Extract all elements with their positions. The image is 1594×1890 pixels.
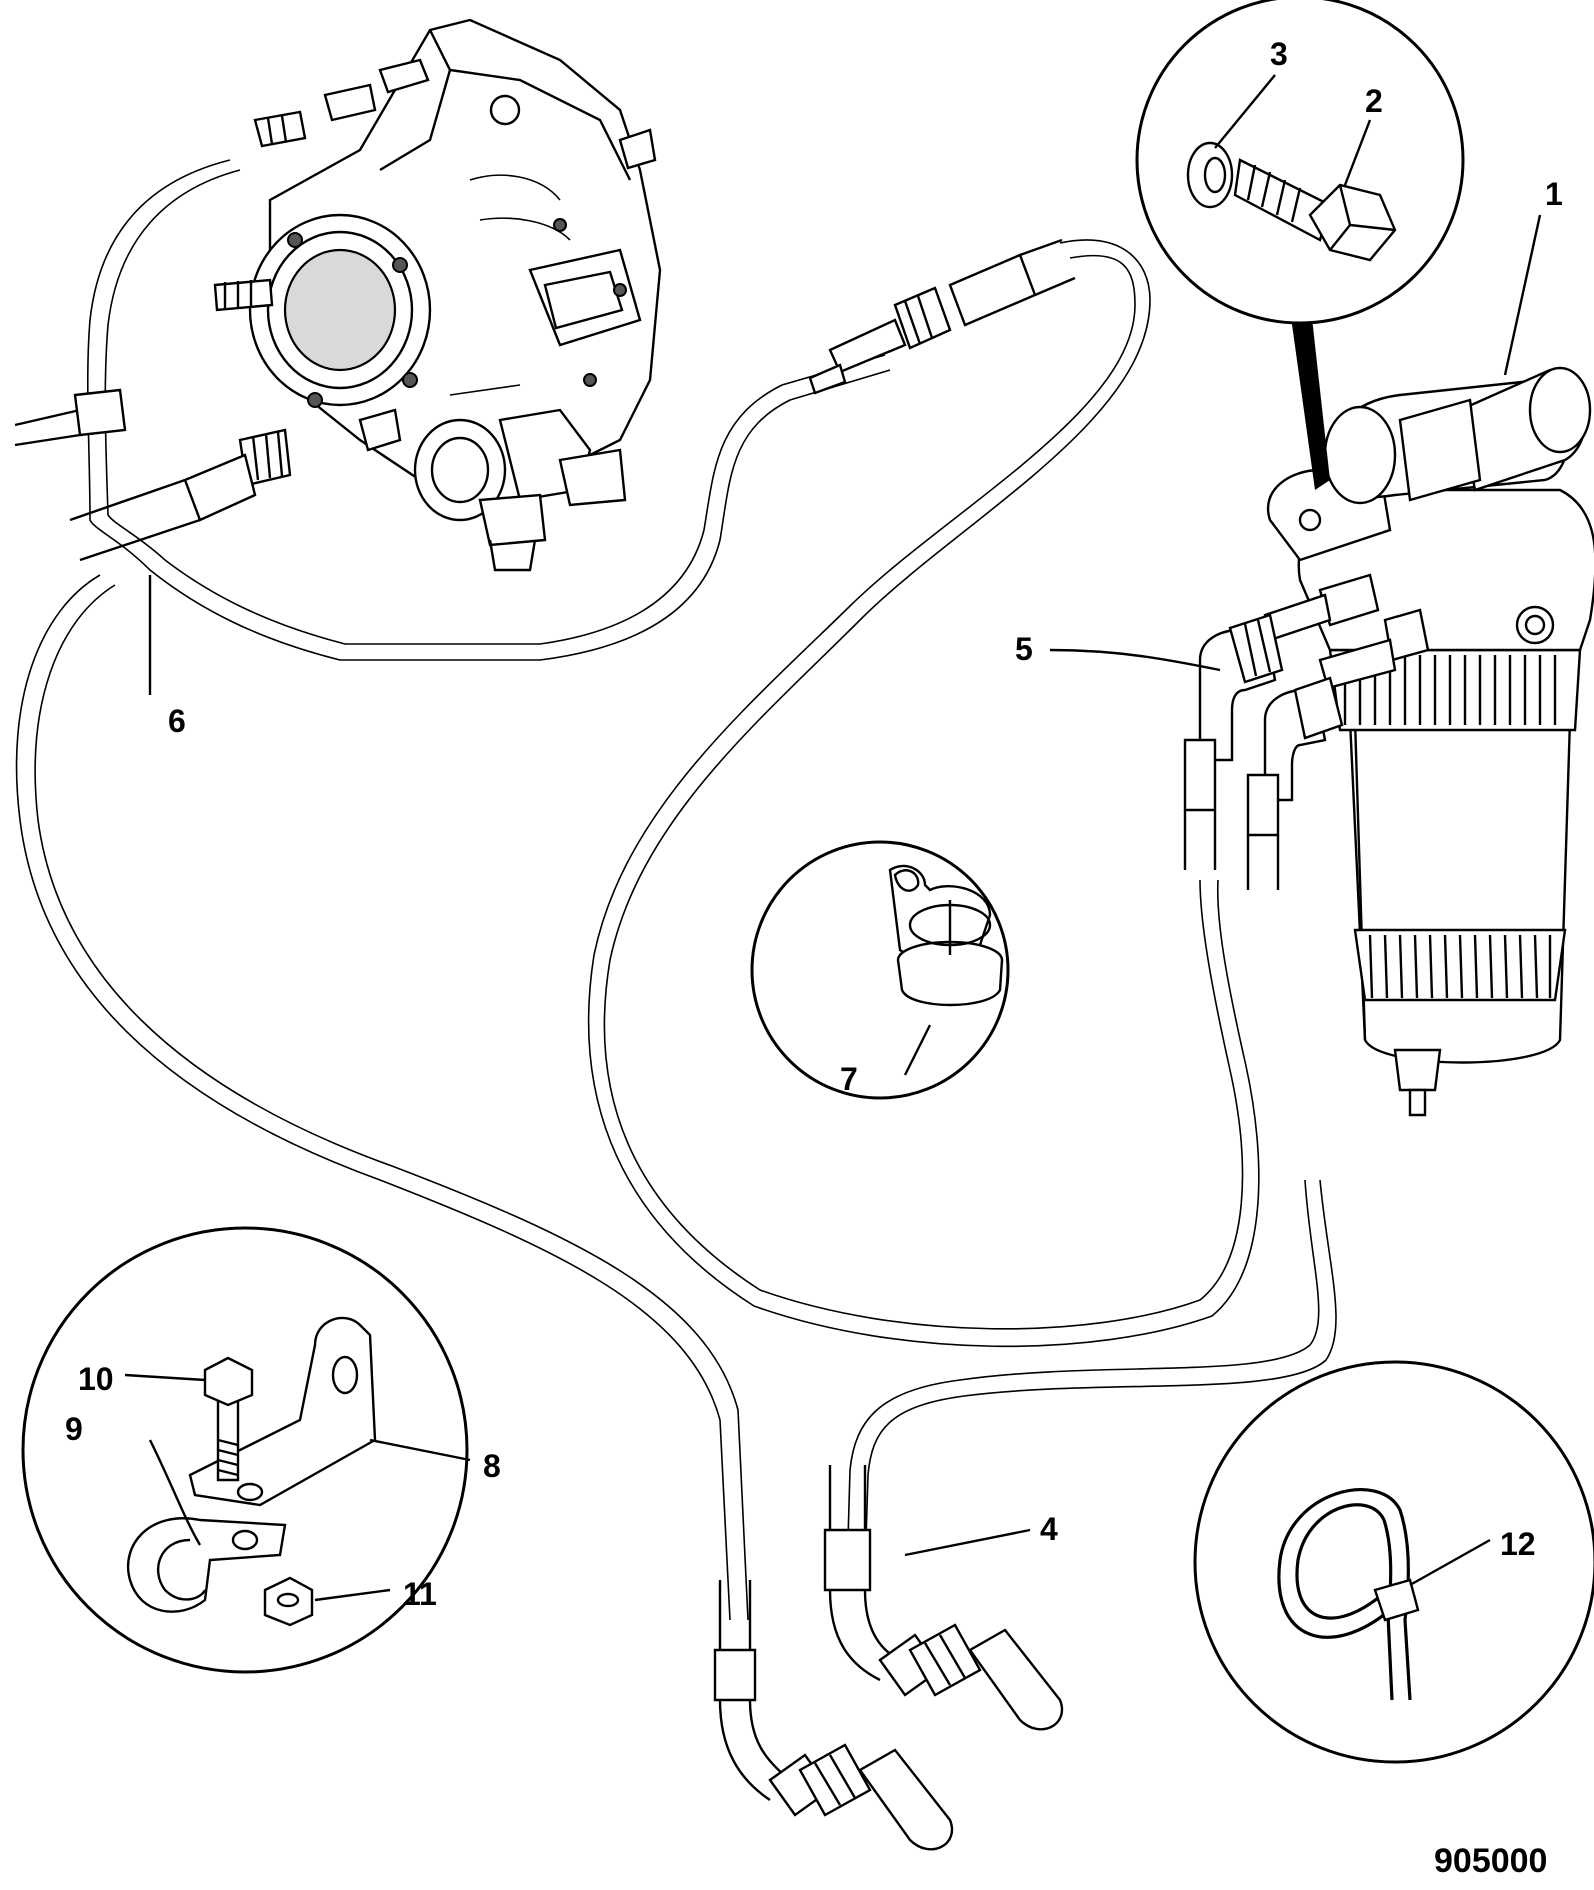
filter-hose-elbow-icon bbox=[1183, 613, 1344, 890]
fuel-injection-pump-icon bbox=[14, 18, 662, 572]
callout-4: 4 bbox=[1040, 1511, 1058, 1547]
figure-number: 905000 bbox=[1434, 1842, 1547, 1880]
callout-7: 7 bbox=[840, 1061, 858, 1097]
cable-tie-detail-icon bbox=[1193, 1360, 1594, 1764]
fuel-pipe-routes bbox=[15, 159, 1337, 1621]
callout-11: 11 bbox=[403, 1576, 437, 1612]
bolt-and-washer-detail-icon bbox=[1135, 0, 1465, 490]
lower-pipe-connector-left-icon bbox=[713, 1580, 954, 1851]
callout-5: 5 bbox=[1015, 631, 1033, 667]
lower-pipe-connector-right-icon bbox=[823, 1465, 1064, 1731]
callout-leaders bbox=[124, 74, 1542, 1602]
callout-12: 12 bbox=[1500, 1526, 1536, 1562]
callout-9: 9 bbox=[65, 1411, 83, 1447]
grommet-detail-icon bbox=[750, 840, 1010, 1100]
callout-8: 8 bbox=[483, 1448, 501, 1484]
callout-1: 1 bbox=[1545, 176, 1563, 212]
callout-2: 2 bbox=[1365, 83, 1383, 119]
callout-3: 3 bbox=[1270, 36, 1288, 72]
pipe-end-fitting-icon bbox=[808, 238, 1076, 395]
callout-10: 10 bbox=[78, 1361, 114, 1397]
bracket-clamp-detail-icon bbox=[21, 1226, 469, 1674]
callout-6: 6 bbox=[168, 703, 186, 739]
callout-labels: 1 2 3 4 5 6 7 8 9 10 11 12 bbox=[65, 36, 1563, 1612]
